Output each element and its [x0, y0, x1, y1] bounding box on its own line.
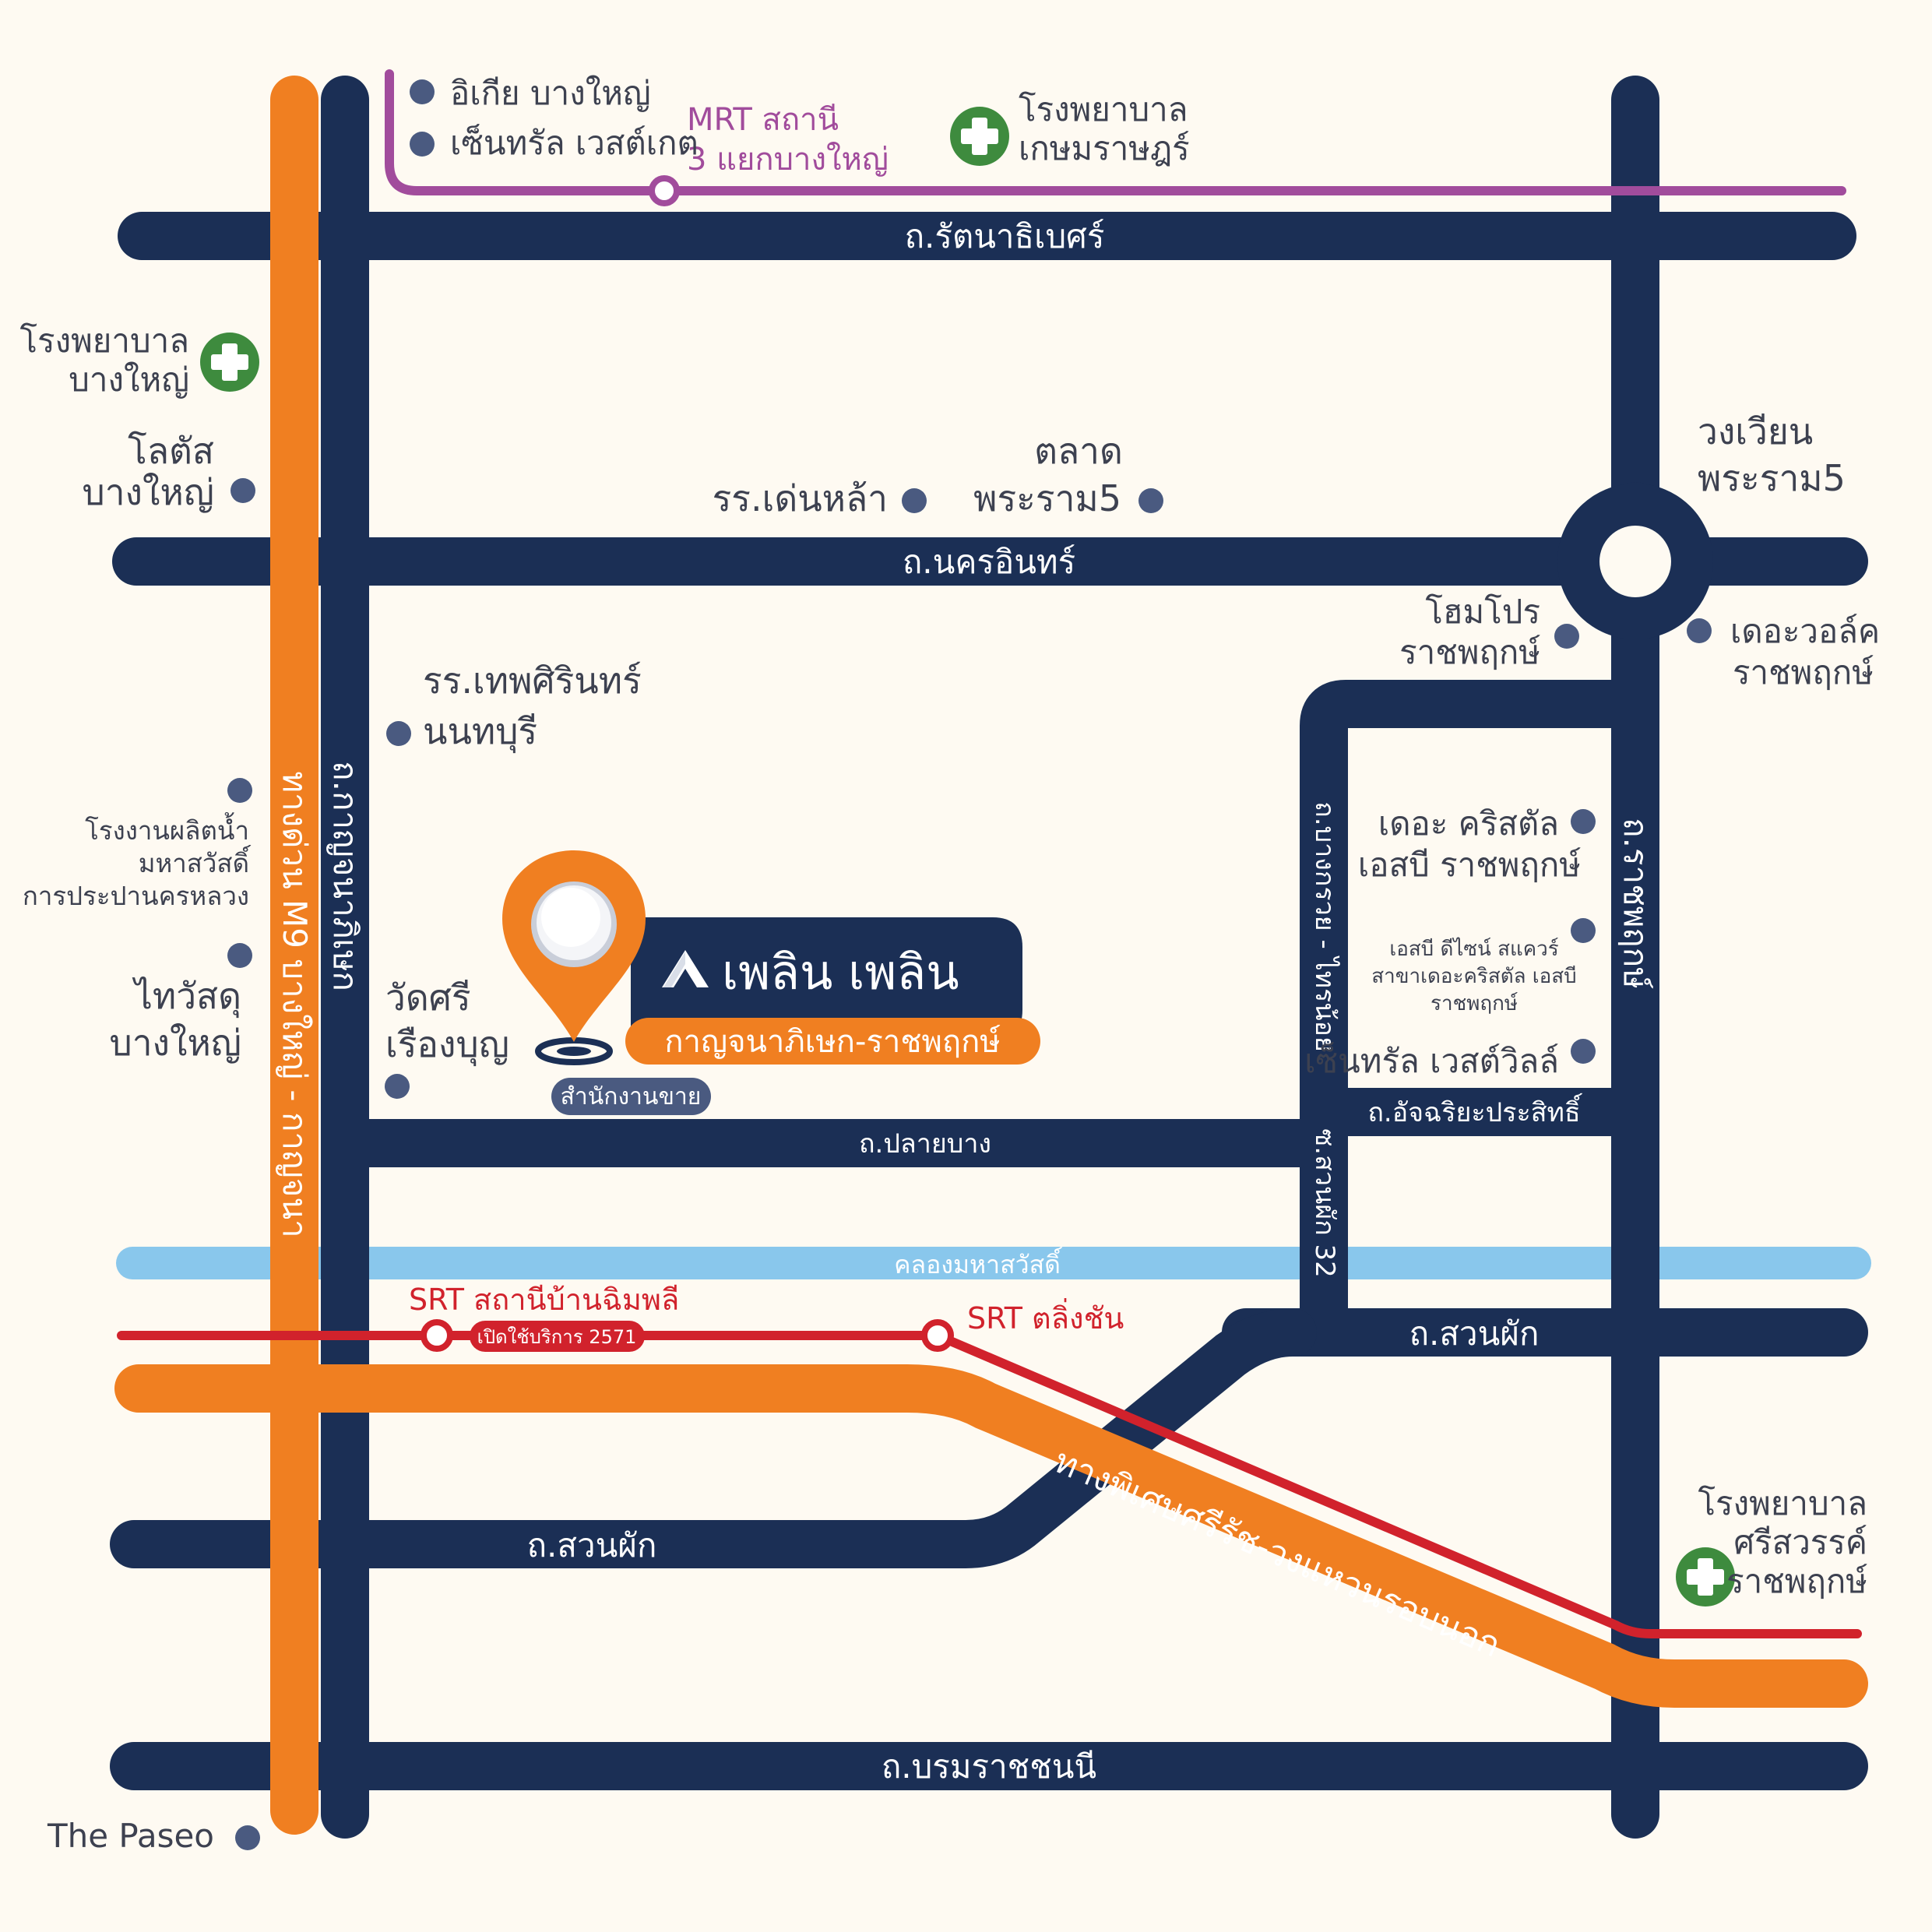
- project-badge[interactable]: เพลิน เพลิน กาญจนาภิเษก-ราชพฤกษ์: [625, 917, 1040, 1065]
- landmark-sb-1: เอสบี ดีไซน์ สแควร์: [1389, 937, 1558, 961]
- road-label-ratchaphruek: ถ.ราชพฤกษ์: [1617, 818, 1655, 989]
- poi-dot: [1687, 618, 1712, 643]
- mrt-station-marker: [649, 175, 680, 206]
- landmark-crystal-2: เอสบี ราชพฤกษ์: [1358, 846, 1581, 884]
- highway-label-m9: ทางด่วน M9 บางใหญ่ - กาญจนา: [276, 771, 314, 1237]
- srt-line: เปิดใช้บริการ 2571: [117, 1319, 1862, 1638]
- roundabout: [1557, 484, 1713, 639]
- hospital-bangyai: โรงพยาบาล บางใหญ่: [20, 322, 259, 399]
- hospital-srisawan: โรงพยาบาล ศรีสวรรค์ ราชพฤกษ์: [1676, 1484, 1867, 1606]
- road-label-suan-phak-west: ถ.สวนผัก: [527, 1526, 657, 1564]
- poi-dot: [227, 943, 252, 968]
- road-label-at-charia-prasit: ถ.อัจฉริยะประสิทธิ์: [1367, 1093, 1582, 1128]
- poi-dot: [902, 488, 927, 513]
- landmark-water-3: การประปานครหลวง: [23, 881, 249, 911]
- mrt-station-label-2: 3 แยกบางใหญ่: [687, 141, 889, 178]
- road-label-nakhon-in: ถ.นครอินทร์: [903, 543, 1075, 581]
- srt-badge-text: เปิดใช้บริการ 2571: [477, 1326, 637, 1348]
- landmark-school-denla: รร.เด่นหล้า: [713, 477, 888, 519]
- poi-dot: [410, 132, 435, 157]
- hospital-label-1: โรงพยาบาล: [1019, 90, 1188, 128]
- poi-dot: [227, 778, 252, 803]
- hospital-cross-icon: [950, 107, 1009, 166]
- landmark-thaiwatsadu-1: ไทวัสดุ: [132, 975, 241, 1019]
- landmark-crystal-1: เดอะ คริสตัล: [1378, 804, 1559, 843]
- sales-office-label: สำนักงานขาย: [561, 1083, 702, 1110]
- landmark-lotus-1: โลตัส: [128, 430, 214, 472]
- landmark-market-2: พระราม5: [973, 477, 1121, 519]
- landmark-wat-2: เรืองบุญ: [385, 1023, 509, 1067]
- srt-badge: [470, 1321, 645, 1352]
- landmarks: อิเกีย บางใหญ่ เซ็นทรัล เวสต์เกต โลตัส บ…: [23, 74, 1880, 1855]
- srt-chimphli-label: SRT สถานีบ้านฉิมพลี: [409, 1283, 679, 1317]
- landmark-central-westgate: เซ็นทรัล เวสต์เกต: [450, 124, 699, 162]
- mrt-line: [385, 69, 1846, 206]
- landmark-school-thep-1: รร.เทพศิรินทร์: [423, 660, 642, 702]
- landmark-sb-2: สาขาเดอะคริสตัล เอสบี: [1371, 965, 1576, 988]
- landmark-homepro-1: โฮมโปร: [1425, 593, 1540, 631]
- landmark-circle-2: พระราม5: [1698, 457, 1846, 499]
- landmark-sb-3: ราชพฤกษ์: [1431, 992, 1519, 1015]
- srt-taling-chan-label: SRT ตลิ่งชัน: [967, 1298, 1124, 1336]
- road-label-suan-phak-east: ถ.สวนผัก: [1409, 1314, 1540, 1353]
- road-label-bang-kruai-sai-noi: ถ.บางกรวย - ไทรน้อย: [1309, 801, 1340, 1052]
- landmark-westville: เซ็นทรัล เวสต์วิลล์: [1304, 1042, 1559, 1080]
- road-label-kanchanaphisek: ถ.กาญจนาภิเษก: [326, 761, 364, 991]
- poi-dot: [1571, 918, 1596, 943]
- landmark-market-1: ตลาด: [1034, 430, 1123, 472]
- highways: [114, 76, 1868, 1835]
- landmark-paseo: The Paseo: [47, 1817, 214, 1855]
- hospital-label-3: ราชพฤกษ์: [1726, 1562, 1867, 1600]
- landmark-homepro-2: ราชพฤกษ์: [1399, 633, 1540, 671]
- landmark-walk-1: เดอะวอล์ค: [1730, 612, 1880, 650]
- hospital-label-2: บางใหญ่: [69, 361, 189, 399]
- canal-label: คลองมหาสวัสดิ์: [894, 1247, 1063, 1279]
- project-subtitle-pill: [625, 1018, 1040, 1065]
- poi-dot: [385, 1074, 410, 1099]
- hospital-cross-icon: [1676, 1547, 1735, 1606]
- road-label-suan-phak-32: ซ.สวนผัก 32: [1309, 1128, 1340, 1278]
- hospital-cross-icon: [200, 333, 259, 392]
- landmark-walk-2: ราชพฤกษ์: [1733, 653, 1874, 692]
- landmark-thaiwatsadu-2: บางใหญ่: [110, 1022, 241, 1064]
- road-label-rattanathibet: ถ.รัตนาธิเบศร์: [905, 217, 1105, 255]
- hospital-label-2: ศรีสวรรค์: [1733, 1523, 1867, 1561]
- road-label-borommaratchachonnani: ถ.บรมราชชนนี: [882, 1747, 1096, 1786]
- landmark-water-1: โรงงานผลิตน้ำ: [85, 812, 249, 846]
- landmark-ikea: อิเกีย บางใหญ่: [450, 74, 651, 112]
- landmark-circle-1: วงเวียน: [1698, 410, 1813, 452]
- hospital-label-1: โรงพยาบาล: [20, 322, 190, 360]
- sales-office-tag[interactable]: สำนักงานขาย: [551, 1078, 711, 1115]
- road-bang-kruai-sai-noi: [1300, 680, 1635, 1332]
- poi-dot: [1554, 624, 1579, 649]
- road-labels: ถ.รัตนาธิเบศร์ ถ.นครอินทร์ ถ.ปลายบาง ถ.ส…: [326, 217, 1655, 1786]
- poi-dot: [235, 1825, 260, 1850]
- transit-labels: MRT สถานี 3 แยกบางใหญ่ SRT สถานีบ้านฉิมพ…: [409, 102, 1124, 1336]
- project-subtitle: กาญจนาภิเษก-ราชพฤกษ์: [664, 1024, 1000, 1060]
- poi-dot: [1138, 488, 1163, 513]
- hospital-kasemrad: โรงพยาบาล เกษมราษฎร์: [950, 90, 1190, 167]
- highway-si-rat: [114, 1364, 1868, 1708]
- landmark-lotus-2: บางใหญ่: [83, 471, 214, 513]
- poi-dot: [386, 721, 411, 746]
- poi-dot: [1571, 809, 1596, 834]
- location-pin-icon[interactable]: [502, 850, 646, 1065]
- landmark-school-thep-2: นนทบุรี: [423, 710, 537, 754]
- hospital-label-1: โรงพยาบาล: [1698, 1484, 1868, 1522]
- poi-dot: [1571, 1039, 1596, 1064]
- poi-dot: [231, 478, 255, 503]
- srt-taling-chan-marker: [921, 1319, 954, 1352]
- hospital-label-2: เกษมราษฎร์: [1019, 129, 1190, 167]
- house-roof-icon: [662, 950, 709, 987]
- landmark-water-2: มหาสวัสดิ์: [139, 845, 252, 878]
- srt-chimphli-marker: [421, 1319, 453, 1352]
- project-name-panel: [631, 917, 1022, 1040]
- mrt-station-label-1: MRT สถานี: [687, 102, 839, 138]
- landmark-wat-1: วัดศรี: [385, 977, 471, 1019]
- poi-dot: [410, 79, 435, 104]
- project-name: เพลิน เพลิน: [722, 944, 959, 1001]
- road-label-plai-bang: ถ.ปลายบาง: [859, 1128, 991, 1160]
